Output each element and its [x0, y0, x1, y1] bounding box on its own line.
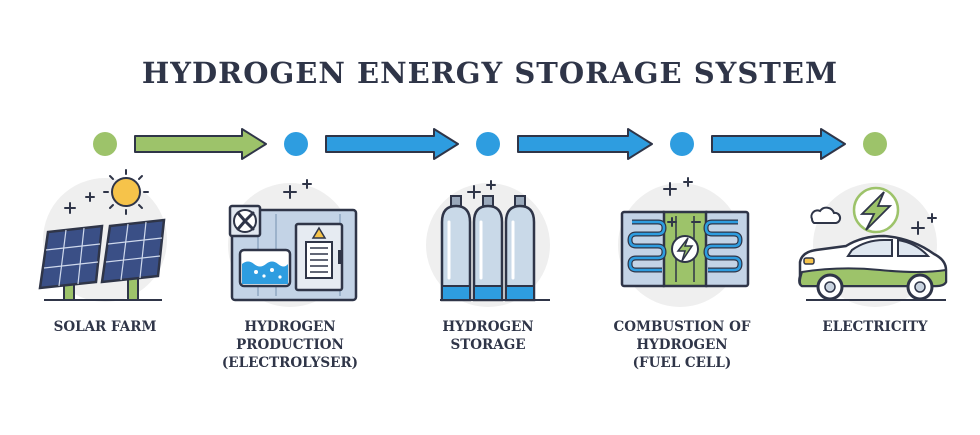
hydrogen-tank [504, 195, 536, 302]
flow-arrow [711, 128, 846, 160]
flow-node [863, 132, 887, 156]
flow-node [670, 132, 694, 156]
step-label-line: COMBUSTION OF [613, 319, 751, 335]
step-label-line: HYDROGEN [244, 319, 336, 335]
solar-panel-icon [38, 169, 167, 302]
step-label-hydrogen-production: HYDROGEN PRODUCTION (ELECTROLYSER) [205, 318, 375, 372]
step-label-fuel-cell: COMBUSTION OF HYDROGEN (FUEL CELL) [597, 318, 767, 372]
diagram-title: HYDROGEN ENERGY STORAGE SYSTEM [141, 56, 839, 90]
step-label-line: PRODUCTION [236, 337, 344, 353]
flow-arrow [134, 128, 267, 160]
electrolyser-icon [228, 179, 358, 307]
step-label-solar-farm: SOLAR FARM [20, 318, 190, 336]
step-label-line: ELECTRICITY [822, 319, 928, 335]
step-label-electricity: ELECTRICITY [790, 318, 960, 336]
fuel-cell-icon [618, 177, 750, 307]
step-label-line: SOLAR FARM [53, 319, 157, 335]
flow-node [284, 132, 308, 156]
step-label-line: (FUEL CELL) [632, 355, 732, 371]
hydrogen-tanks-icon [426, 180, 550, 307]
hydrogen-tank [440, 195, 472, 302]
step-label-hydrogen-storage: HYDROGEN STORAGE [403, 318, 573, 354]
electric-car-icon [798, 183, 948, 307]
flow-node [476, 132, 500, 156]
flow-arrow [517, 128, 653, 160]
flow-arrow [325, 128, 459, 160]
step-label-line: HYDROGEN [636, 337, 728, 353]
step-label-line: (ELECTROLYSER) [221, 355, 359, 371]
hydrogen-tank [472, 195, 504, 302]
flow-node [93, 132, 117, 156]
flow-row [93, 128, 887, 160]
step-label-line: HYDROGEN [442, 319, 534, 335]
step-label-line: STORAGE [450, 337, 526, 353]
